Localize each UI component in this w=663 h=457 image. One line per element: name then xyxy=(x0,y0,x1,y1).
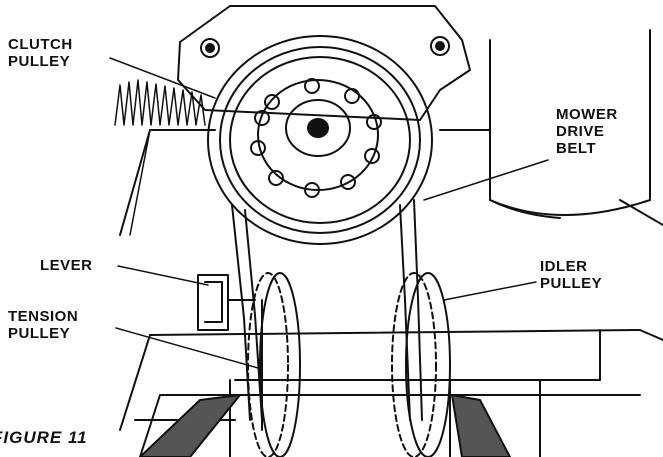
tension-pulley-label-line-1: TENSION xyxy=(8,308,79,325)
clutch-pulley-label-line-1: CLUTCH xyxy=(8,36,73,53)
engine-mount-plate xyxy=(177,5,471,121)
engine-housing xyxy=(489,29,663,226)
lever-label: LEVER xyxy=(40,257,93,274)
mower-drive-belt-label-line-2: DRIVE xyxy=(556,123,605,140)
tension-pulley-label-line-2: PULLEY xyxy=(8,325,71,342)
idler-pulley-label: IDLER PULLEY xyxy=(540,258,602,292)
lever-label-line-1: LEVER xyxy=(40,257,93,274)
mower-drive-belt-label-line-3: BELT xyxy=(556,140,597,157)
clutch-pulley-label: CLUTCH PULLEY xyxy=(8,36,73,70)
lever-bracket xyxy=(197,274,256,331)
right-blade-shading xyxy=(451,394,511,457)
tension-pulley-label: TENSION PULLEY xyxy=(8,308,78,342)
cooling-fins xyxy=(114,79,206,236)
idler-pulley xyxy=(391,272,451,457)
left-blade-shading xyxy=(139,394,241,457)
idler-pulley-label-line-1: IDLER xyxy=(540,258,588,275)
figure-caption: FIGURE 11 xyxy=(0,428,88,447)
mower-drive-belt-label-line-1: MOWER xyxy=(556,106,618,123)
idler-pulley-label-line-2: PULLEY xyxy=(540,275,603,292)
lower-support xyxy=(139,379,451,457)
leader-lines xyxy=(109,57,549,369)
mower-drive-belt-label: MOWER DRIVE BELT xyxy=(556,106,618,157)
clutch-pulley xyxy=(207,35,433,245)
clutch-pulley-label-line-2: PULLEY xyxy=(8,53,71,70)
